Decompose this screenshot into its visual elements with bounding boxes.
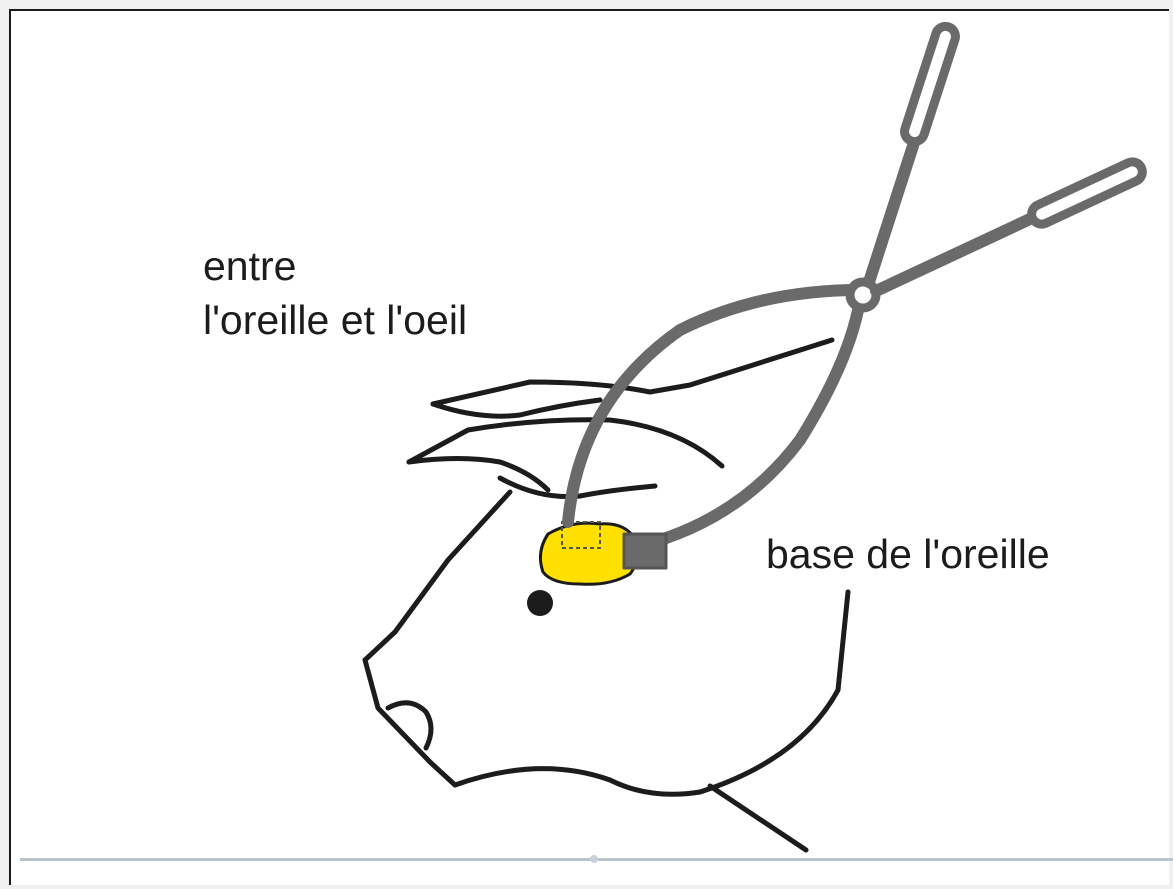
ear-inner-lower: [409, 459, 548, 491]
bottom-divider: [20, 858, 1173, 861]
label-ear-base: base de l'oreille: [766, 527, 1050, 581]
ear-inner-upper: [433, 400, 600, 416]
face-line: [365, 492, 510, 660]
neck-line: [710, 786, 806, 850]
applicator-jaw: [624, 534, 666, 568]
label-between-line1: entre: [203, 239, 467, 293]
label-between-line2: l'oreille et l'oeil: [203, 293, 467, 347]
muzzle-outline: [365, 660, 455, 785]
applicator-grip-1: [902, 24, 958, 144]
jaw-line: [455, 592, 848, 794]
label-between-ear-and-eye: entre l'oreille et l'oeil: [203, 239, 467, 347]
eye-icon: [527, 590, 553, 616]
applicator-grip-2: [1028, 159, 1145, 228]
applicator-handle-2: [876, 212, 1045, 291]
